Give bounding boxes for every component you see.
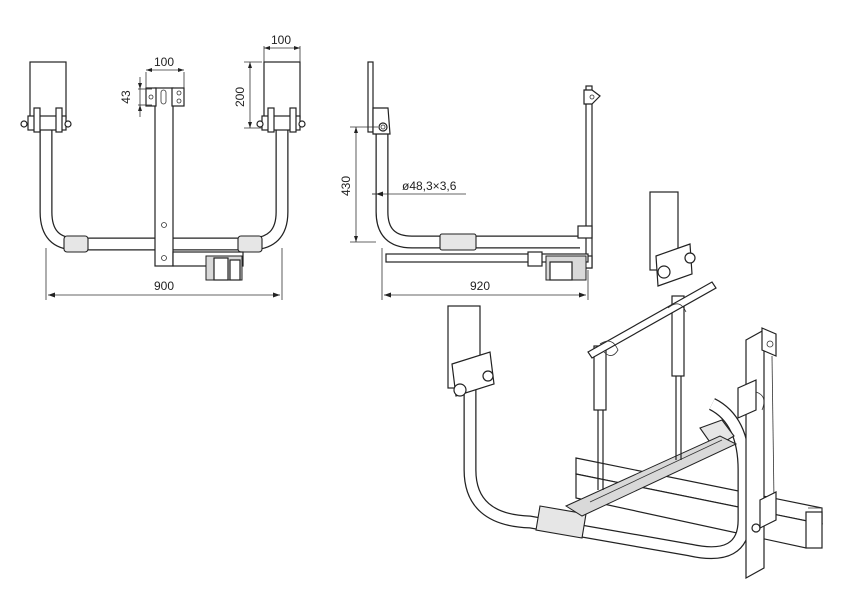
side-mast: [585, 85, 593, 269]
dim-plate-height: 200: [233, 87, 247, 107]
dim-side-length: 920: [470, 279, 490, 293]
dim-side-height: 430: [339, 176, 353, 196]
tube-spec-label: ø48,3×3,6: [402, 179, 457, 193]
dim-plate-width: 100: [271, 33, 291, 47]
dim-front-width: 900: [154, 279, 174, 293]
isometric-view: [447, 191, 823, 580]
front-view: 900 100 43 100 200: [20, 33, 306, 300]
iso-right-mast: [745, 328, 765, 580]
dim-mast-width: 100: [154, 55, 174, 69]
side-view: 920 430 ø48,3×3,6: [339, 61, 601, 300]
dim-slot-height: 43: [119, 90, 133, 104]
front-mast: [154, 87, 174, 267]
iso-base-plate: [564, 435, 738, 517]
